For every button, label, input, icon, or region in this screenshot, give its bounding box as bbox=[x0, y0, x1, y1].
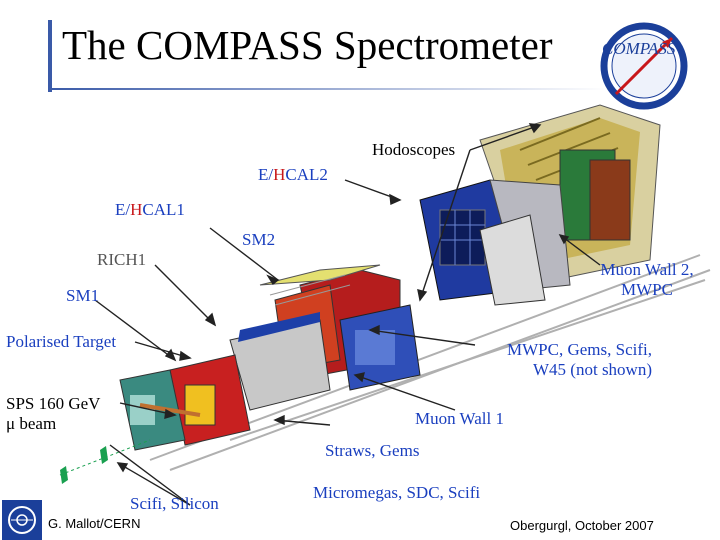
label-ehcal2-accent: H bbox=[273, 165, 285, 184]
label-muon-wall-2-line2: MWPC bbox=[582, 280, 712, 300]
label-sps-line1: SPS 160 GeV bbox=[6, 394, 100, 414]
label-rich1: RICH1 bbox=[97, 250, 146, 270]
label-scifi-silicon: Scifi, Silicon bbox=[130, 494, 219, 514]
label-ehcal2-prefix: E/ bbox=[258, 165, 273, 184]
label-sps-line2: μ beam bbox=[6, 414, 100, 434]
label-ehcal1-accent: H bbox=[130, 200, 142, 219]
label-mwpc: MWPC, Gems, Scifi, W45 (not shown) bbox=[460, 340, 652, 380]
footer-event: Obergurgl, October 2007 bbox=[510, 518, 654, 533]
blue-station bbox=[340, 305, 420, 390]
label-ehcal1: E/HCAL1 bbox=[115, 200, 185, 220]
label-muon-wall-2-line1: Muon Wall 2, bbox=[582, 260, 712, 280]
footer-author: G. Mallot/CERN bbox=[48, 516, 140, 531]
label-ehcal1-prefix: E/ bbox=[115, 200, 130, 219]
label-polarised-target: Polarised Target bbox=[6, 332, 116, 352]
label-sm2: SM2 bbox=[242, 230, 275, 250]
label-ehcal2: E/HCAL2 bbox=[258, 165, 328, 185]
label-sm1: SM1 bbox=[66, 286, 99, 306]
label-straws-gems: Straws, Gems bbox=[325, 441, 419, 461]
label-ehcal1-suffix: CAL1 bbox=[142, 200, 185, 219]
label-muon-wall-1: Muon Wall 1 bbox=[415, 409, 504, 429]
label-mwpc-line1: MWPC, Gems, Scifi, bbox=[460, 340, 652, 360]
label-micromegas: Micromegas, SDC, Scifi bbox=[313, 483, 480, 503]
label-sps-beam: SPS 160 GeV μ beam bbox=[6, 394, 100, 434]
label-hodoscopes: Hodoscopes bbox=[372, 140, 455, 160]
cern-logo bbox=[2, 500, 42, 540]
label-ehcal2-suffix: CAL2 bbox=[285, 165, 328, 184]
label-muon-wall-2: Muon Wall 2, MWPC bbox=[582, 260, 712, 300]
rich1-vessel bbox=[230, 312, 330, 410]
label-mwpc-line2: W45 (not shown) bbox=[460, 360, 652, 380]
